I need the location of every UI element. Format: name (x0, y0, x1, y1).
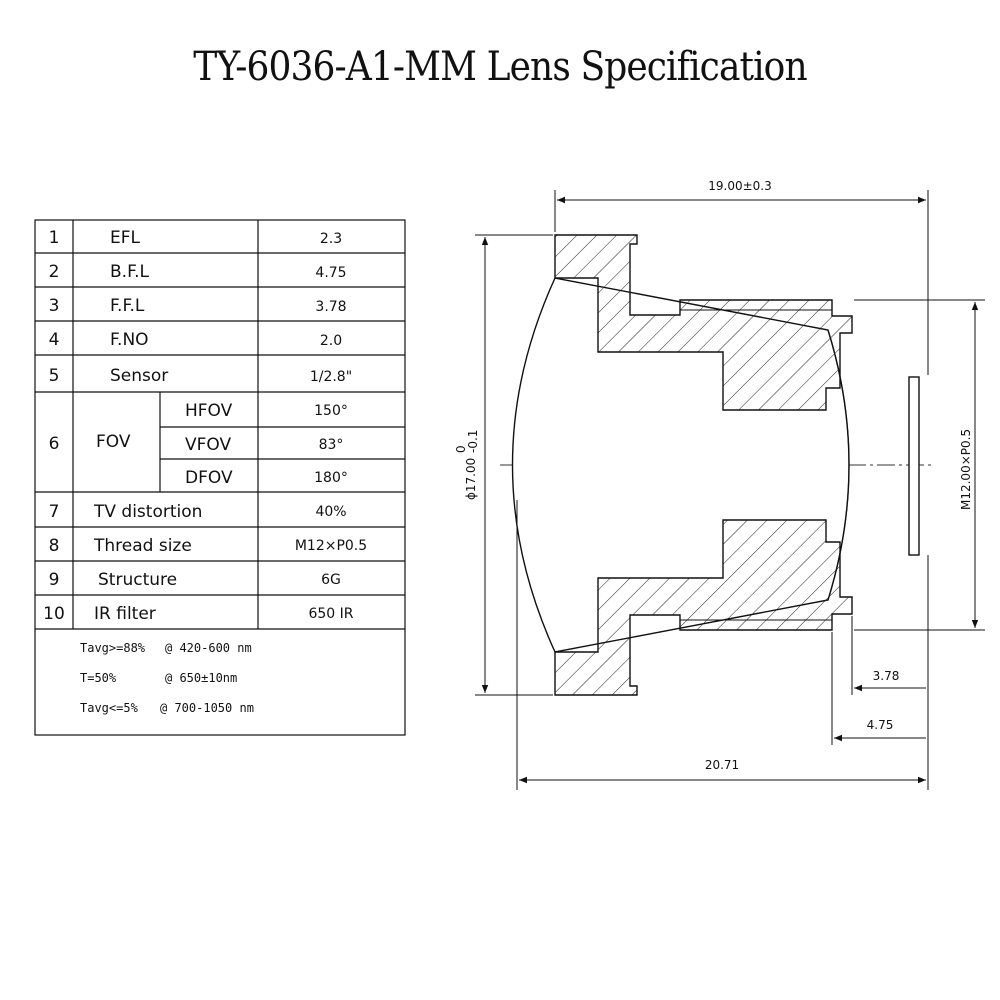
param-value: 2.3 (320, 231, 342, 247)
row-number: 10 (43, 604, 65, 624)
param-value: 2.0 (320, 333, 342, 349)
note-right: @ 650±10nm (165, 671, 237, 685)
spec-table-text: 1 2 3 4 5 6 7 8 9 10 EFL B.F.L F.F.L F.N… (43, 228, 233, 624)
param-value: 1/2.8" (310, 369, 352, 385)
dim-diameter-tol-upper: 0 (454, 445, 468, 453)
note-left: T=50% (80, 671, 117, 685)
param-label: FOV (96, 432, 131, 452)
dim-ffl-label: 3.78 (873, 669, 900, 683)
param-value: 3.78 (315, 299, 346, 315)
param-value: 180° (314, 470, 348, 486)
fov-sub-label: VFOV (185, 435, 231, 455)
transmission-notes: Tavg>=88% @ 420-600 nm T=50% @ 650±10nm … (80, 641, 254, 715)
param-value: 150° (314, 403, 348, 419)
row-number: 8 (49, 536, 60, 556)
row-number: 7 (49, 502, 60, 522)
param-value: 6G (321, 572, 341, 588)
row-number: 4 (49, 330, 60, 350)
barrel-top (554, 234, 853, 411)
row-number: 2 (49, 262, 60, 282)
param-label: EFL (110, 228, 141, 248)
dim-thread-label: M12.00×P0.5 (959, 429, 973, 510)
param-label: B.F.L (110, 262, 150, 282)
param-value: M12×P0.5 (295, 538, 367, 554)
param-value: 40% (315, 504, 346, 520)
row-number: 9 (49, 570, 60, 590)
param-value: 83° (319, 437, 344, 453)
param-label: Structure (98, 570, 177, 590)
dim-width-label: 19.00±0.3 (708, 179, 772, 193)
row-number: 5 (49, 366, 60, 386)
spec-table (34, 219, 406, 736)
param-label: Thread size (93, 536, 192, 556)
note-right: @ 420-600 nm (165, 641, 252, 655)
dim-diameter-tol-lower: -0.1 (466, 430, 480, 453)
param-label: IR filter (94, 604, 156, 624)
table-border (34, 219, 406, 736)
lens-cross-section: 19.00±0.3 ϕ17.00 0 -0.1 M12.00×P0.5 3.78… (454, 179, 985, 790)
param-label: F.NO (110, 330, 149, 350)
param-label: TV distortion (93, 502, 202, 522)
spec-table-values: 2.3 4.75 3.78 2.0 1/2.8" 150° 83° 180° 4… (295, 231, 367, 622)
row-number: 3 (49, 296, 60, 316)
note-left: Tavg>=88% (80, 641, 146, 655)
note-right: @ 700-1050 nm (160, 701, 254, 715)
param-value: 650 IR (308, 606, 353, 622)
param-value: 4.75 (315, 265, 346, 281)
dim-bfl-label: 4.75 (867, 718, 894, 732)
note-left: Tavg<=5% (80, 701, 139, 715)
fov-sub-label: HFOV (185, 401, 233, 421)
dim-diameter-label: ϕ17.00 (464, 458, 478, 500)
page-title: TY-6036-A1-MM Lens Specification (193, 44, 807, 90)
ir-filter (908, 376, 920, 556)
fov-sub-label: DFOV (185, 468, 233, 488)
dim-total-label: 20.71 (705, 758, 739, 772)
row-number: 6 (49, 434, 60, 454)
param-label: Sensor (110, 366, 168, 386)
row-number: 1 (49, 228, 60, 248)
barrel-bottom (554, 519, 853, 696)
param-label: F.F.L (110, 296, 145, 316)
